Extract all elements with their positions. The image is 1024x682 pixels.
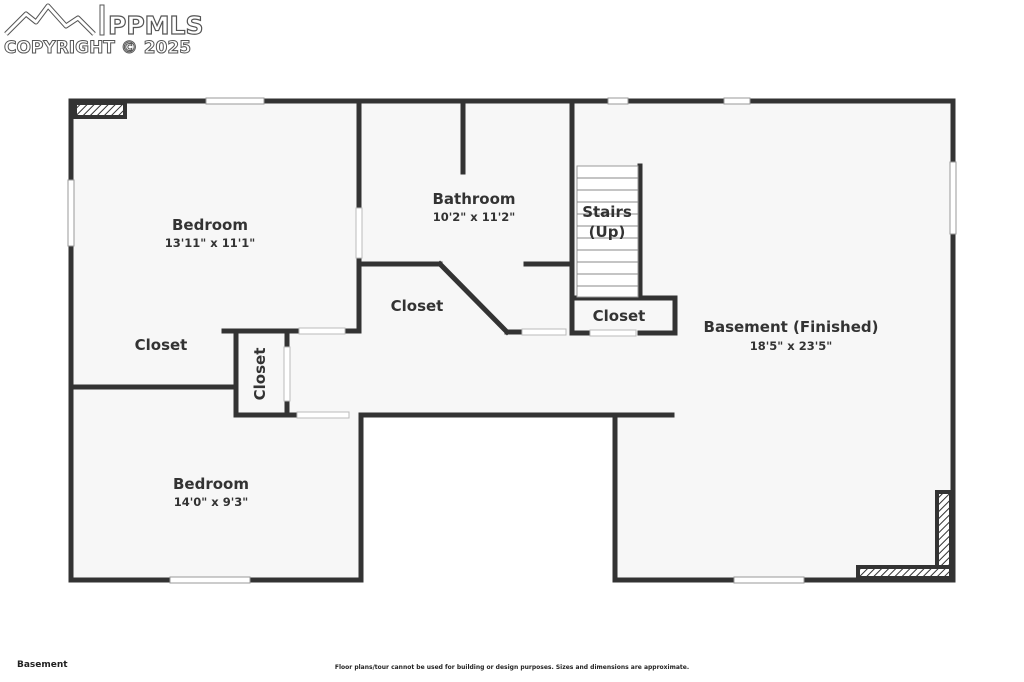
ppmls-watermark: PPMLS COPYRIGHT © 2025 [4,3,204,59]
floor-fills [73,103,953,580]
hatched-fixtures [73,101,953,580]
bedroom-bottom-name: Bedroom [173,475,249,493]
basement-name: Basement (Finished) [704,318,879,336]
bedroom-bottom-dims: 14'0" x 9'3" [174,495,248,509]
closet-small-name: Closet [251,348,269,401]
floor-level-label: Basement [17,660,68,670]
watermark-brand: PPMLS [108,11,203,40]
closet-center-name: Closet [391,297,444,315]
closet-bedroom-name: Closet [135,336,188,354]
stairs-treads [576,165,639,298]
door-openings [283,207,637,419]
basement-dims: 18'5" x 23'5" [750,339,832,353]
bedroom-top-name: Bedroom [172,216,248,234]
stairs-label-line1: Stairs [582,203,632,221]
closet-stairs-name: Closet [593,307,646,325]
bathroom-dims: 10'2" x 11'2" [433,210,515,224]
windows [67,97,957,584]
watermark-divider [99,4,105,36]
bedroom-top-dims: 13'11" x 11'1" [165,236,255,250]
bathroom-name: Bathroom [432,190,515,208]
watermark-copyright: COPYRIGHT © 2025 [4,38,191,58]
room-labels: Bedroom 13'11" x 11'1" Bathroom 10'2" x … [135,190,879,509]
mountain-logo-icon [4,3,96,36]
stairs-label-line2: (Up) [589,223,626,241]
floor-plan-disclaimer: Floor plans/tour cannot be used for buil… [334,664,690,671]
